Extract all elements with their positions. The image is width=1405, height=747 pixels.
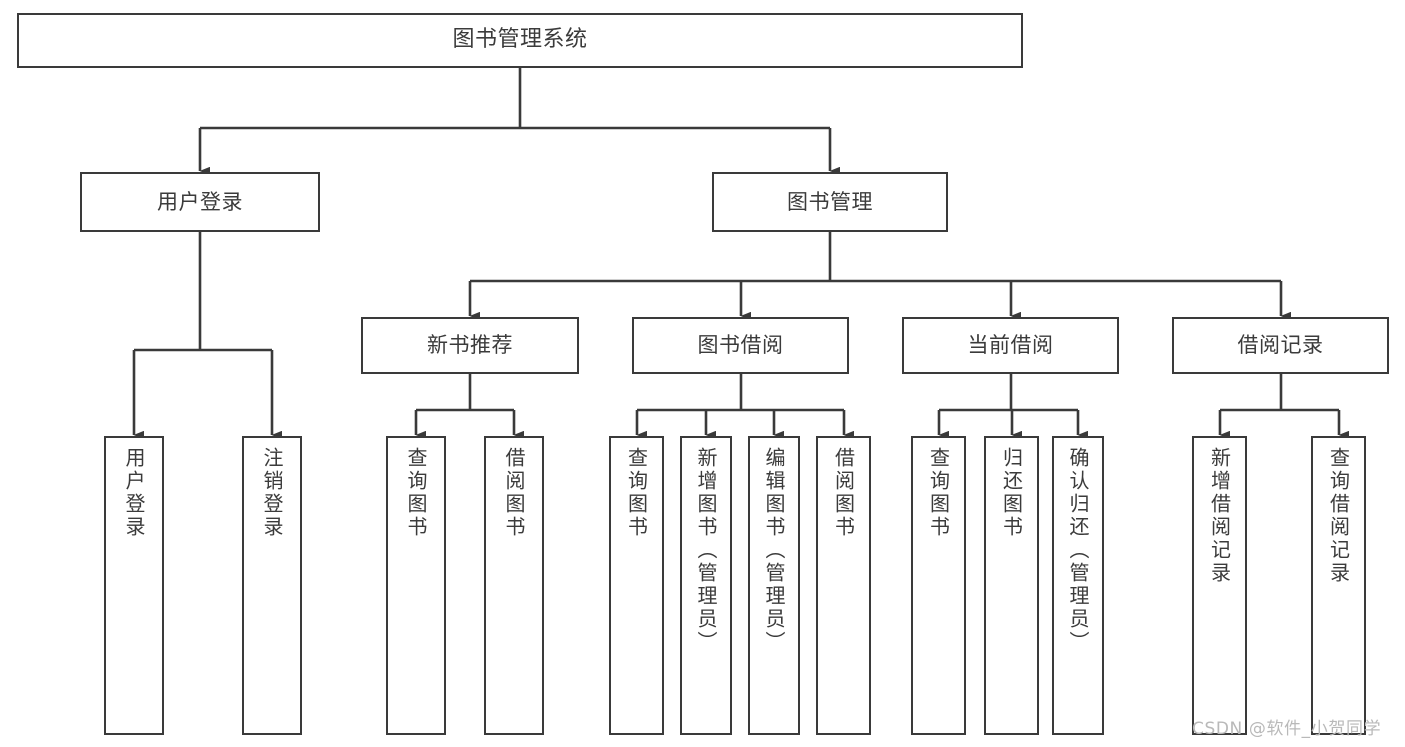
node-leaf-query-record-label: 查询借阅记录 (1326, 447, 1351, 585)
node-borrow-record[interactable]: 借阅记录 (1172, 317, 1389, 374)
csdn-watermark: CSDN @软件_小贺同学 (1192, 719, 1382, 739)
node-leaf-borrow-book-1[interactable]: 借阅图书 (484, 436, 544, 735)
node-leaf-query-book-1-label: 查询图书 (404, 447, 428, 539)
node-leaf-return-book-label: 归还图书 (999, 447, 1024, 539)
node-current-borrow[interactable]: 当前借阅 (902, 317, 1119, 374)
node-leaf-user-login[interactable]: 用户登录 (104, 436, 164, 735)
node-new-book-recommend[interactable]: 新书推荐 (361, 317, 579, 374)
node-root[interactable]: 图书管理系统 (17, 13, 1023, 68)
node-leaf-borrow-book-2-label: 借阅图书 (831, 447, 856, 539)
node-leaf-return-book[interactable]: 归还图书 (984, 436, 1039, 735)
node-leaf-query-book-1[interactable]: 查询图书 (386, 436, 446, 735)
node-leaf-query-book-2-label: 查询图书 (624, 447, 649, 539)
node-new-book-recommend-label: 新书推荐 (427, 333, 513, 358)
edge-group (132, 68, 1349, 440)
node-user-login-label: 用户登录 (157, 189, 243, 214)
node-leaf-confirm-return-label: 确认归还（管理员） (1066, 447, 1090, 654)
node-leaf-logout[interactable]: 注销登录 (242, 436, 302, 735)
node-borrow-record-label: 借阅记录 (1237, 333, 1324, 358)
node-leaf-add-book[interactable]: 新增图书（管理员） (680, 436, 732, 735)
node-leaf-borrow-book-2[interactable]: 借阅图书 (816, 436, 871, 735)
node-leaf-query-book-2[interactable]: 查询图书 (609, 436, 664, 735)
node-current-borrow-label: 当前借阅 (967, 333, 1054, 358)
node-leaf-borrow-book-1-label: 借阅图书 (502, 447, 526, 539)
node-leaf-confirm-return[interactable]: 确认归还（管理员） (1052, 436, 1104, 735)
node-leaf-query-record[interactable]: 查询借阅记录 (1311, 436, 1366, 735)
node-user-login[interactable]: 用户登录 (80, 172, 320, 232)
node-leaf-edit-book-label: 编辑图书（管理员） (762, 447, 786, 654)
node-root-label: 图书管理系统 (452, 27, 588, 53)
node-leaf-logout-label: 注销登录 (260, 447, 284, 539)
node-book-borrow[interactable]: 图书借阅 (632, 317, 849, 374)
node-leaf-query-book-3-label: 查询图书 (926, 447, 951, 539)
node-leaf-query-book-3[interactable]: 查询图书 (911, 436, 966, 735)
node-leaf-add-record-label: 新增借阅记录 (1207, 447, 1232, 585)
node-leaf-add-record[interactable]: 新增借阅记录 (1192, 436, 1247, 735)
node-leaf-user-login-label: 用户登录 (122, 447, 146, 539)
node-book-manage[interactable]: 图书管理 (712, 172, 948, 232)
node-leaf-add-book-label: 新增图书（管理员） (694, 447, 718, 654)
node-book-borrow-label: 图书借阅 (697, 333, 784, 358)
node-book-manage-label: 图书管理 (787, 189, 873, 214)
node-leaf-edit-book[interactable]: 编辑图书（管理员） (748, 436, 800, 735)
